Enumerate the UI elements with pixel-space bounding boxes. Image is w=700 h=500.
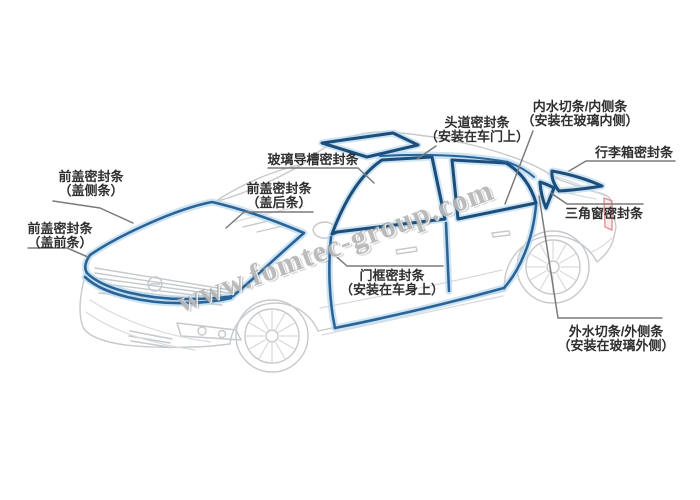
car-body-outline <box>79 131 617 351</box>
leader-hood-side <box>52 200 134 224</box>
leader-door-frame <box>329 250 444 267</box>
label-trunk-seal: 行李箱密封条 <box>594 145 673 160</box>
wipers <box>242 220 284 233</box>
label-primary-door-seal: 头道密封条 （安装在车门上） <box>424 115 529 144</box>
leader-inner-waist <box>504 130 534 205</box>
leader-lines <box>27 130 676 319</box>
leader-primary-door <box>416 145 437 160</box>
hood-front-seal <box>83 275 233 305</box>
leader-outer-waist <box>538 195 663 319</box>
rear-door-window-seal <box>450 158 538 221</box>
leader-hood-rear <box>225 211 314 229</box>
leader-hood-front <box>27 247 89 258</box>
hood-seal <box>84 200 306 301</box>
front-door-edge-seal <box>328 235 337 330</box>
leader-glass-run <box>267 167 375 184</box>
headlight <box>176 322 242 341</box>
roof-drip-seal <box>379 153 535 178</box>
label-quarter-window-seal: 三角窗密封条 <box>564 206 643 221</box>
quarter-window-seal <box>538 180 556 210</box>
brand-badge <box>147 276 163 292</box>
door-bottom-seal <box>333 286 506 330</box>
label-door-frame-seal: 门框密封条 （安装在车身上） <box>339 268 444 297</box>
label-hood-side-seal: 前盖密封条 （盖侧条） <box>58 169 124 198</box>
grille <box>94 267 231 306</box>
label-hood-front-seal: 前盖密封条 （盖前条） <box>27 221 93 250</box>
front-door-handle <box>395 246 418 255</box>
rear-door-edge-seal <box>502 203 538 290</box>
label-inner-waist-seal: 内水切条/内侧条 （安装在玻璃内侧） <box>521 99 639 128</box>
rear-door-handle <box>491 230 511 238</box>
label-glass-run-seal: 玻璃导槽密封条 <box>267 152 359 167</box>
sunroof-seal <box>320 131 420 159</box>
label-outer-waist-seal: 外水切条/外侧条 （安装在玻璃外侧） <box>557 324 675 353</box>
front-wheel <box>235 299 309 373</box>
b-pillar-seal <box>444 221 451 293</box>
label-hood-rear-seal: 前盖密封条 （盖后条） <box>246 181 312 210</box>
leader-trunk <box>568 160 676 172</box>
tail-light <box>603 197 613 231</box>
leader-quarter-window <box>550 192 644 205</box>
trunk-seal <box>550 169 604 193</box>
